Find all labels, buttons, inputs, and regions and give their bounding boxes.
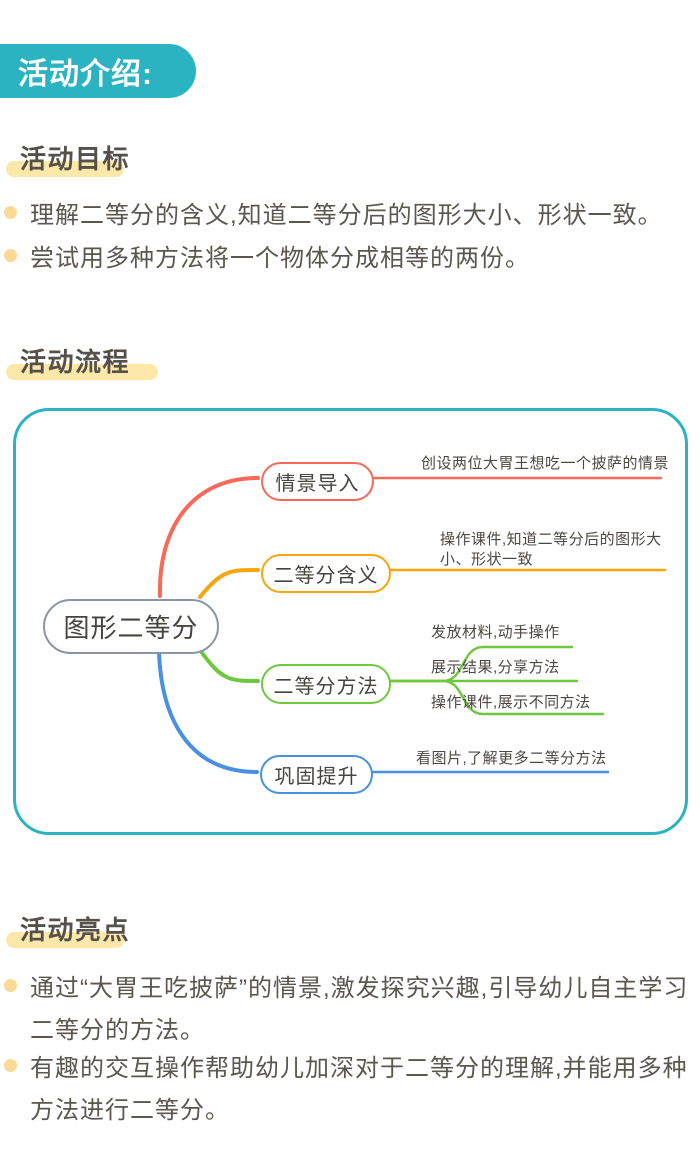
- note-meaning: 操作课件,知道二等分后的图形大小、形状一致: [440, 531, 662, 568]
- section-heading-highlights: 活动亮点: [20, 915, 131, 945]
- mindmap-connectors: [157, 476, 667, 774]
- underline-methods-note-3: [386, 679, 605, 716]
- heading-highlight: [6, 161, 124, 177]
- goal-bullet-2: 尝试用多种方法将一个物体分成相等的两份。: [4, 238, 690, 280]
- mindmap-node-scene-intro: 情景导入: [261, 462, 374, 501]
- mindmap-node-consolidate: 巩固提升: [260, 755, 373, 794]
- page-title: 活动介绍:: [18, 58, 153, 91]
- connector-meaning: [198, 568, 260, 599]
- bullet-dot-icon: [4, 979, 17, 992]
- bullet-dot-icon: [4, 206, 17, 219]
- bullet-dot-icon: [4, 1059, 17, 1072]
- highlight-bullet-2-text: 有趣的交互操作帮助幼儿加深对于二等分的理解,并能用多种方法进行二等分。: [30, 1055, 688, 1124]
- goal-bullet-1-text: 理解二等分的含义,知道二等分后的图形大小、形状一致。: [30, 202, 663, 229]
- connector-methods: [198, 648, 260, 683]
- mindmap-node-meaning: 二等分含义: [261, 554, 391, 593]
- goal-bullet-2-text: 尝试用多种方法将一个物体分成相等的两份。: [30, 245, 530, 272]
- heading-highlight: [6, 932, 124, 948]
- note-methods-3: 操作课件,展示不同方法: [431, 694, 591, 711]
- highlight-bullet-1-text: 通过“大胃王吃披萨”的情景,激发探究兴趣,引导幼儿自主学习二等分的方法。: [30, 975, 689, 1044]
- section-heading-process: 活动流程: [20, 347, 131, 377]
- heading-highlight: [6, 364, 158, 380]
- highlight-bullet-1: 通过“大胃王吃披萨”的情景,激发探究兴趣,引导幼儿自主学习二等分的方法。: [4, 968, 690, 1052]
- bullet-dot-icon: [4, 249, 17, 262]
- note-consolidate: 看图片,了解更多二等分方法: [416, 750, 607, 767]
- note-methods-2: 展示结果,分享方法: [431, 659, 560, 676]
- section-heading-goals: 活动目标: [20, 144, 131, 174]
- goal-bullet-1: 理解二等分的含义,知道二等分后的图形大小、形状一致。: [4, 195, 690, 237]
- connector-scene-intro: [157, 476, 260, 598]
- highlight-bullet-2: 有趣的交互操作帮助幼儿加深对于二等分的理解,并能用多种方法进行二等分。: [4, 1048, 690, 1132]
- mindmap-panel: 图形二等分 情景导入 二等分含义 二等分方法 巩固提升 创设两位大胃王想吃一个披…: [13, 408, 688, 835]
- connector-consolidate: [157, 649, 259, 774]
- note-scene-intro: 创设两位大胃王想吃一个披萨的情景: [421, 455, 670, 472]
- mindmap-node-methods: 二等分方法: [261, 664, 391, 704]
- mindmap-root-node: 图形二等分: [43, 599, 219, 654]
- note-methods-1: 发放材料,动手操作: [431, 624, 560, 641]
- page-title-badge: 活动介绍:: [0, 44, 196, 98]
